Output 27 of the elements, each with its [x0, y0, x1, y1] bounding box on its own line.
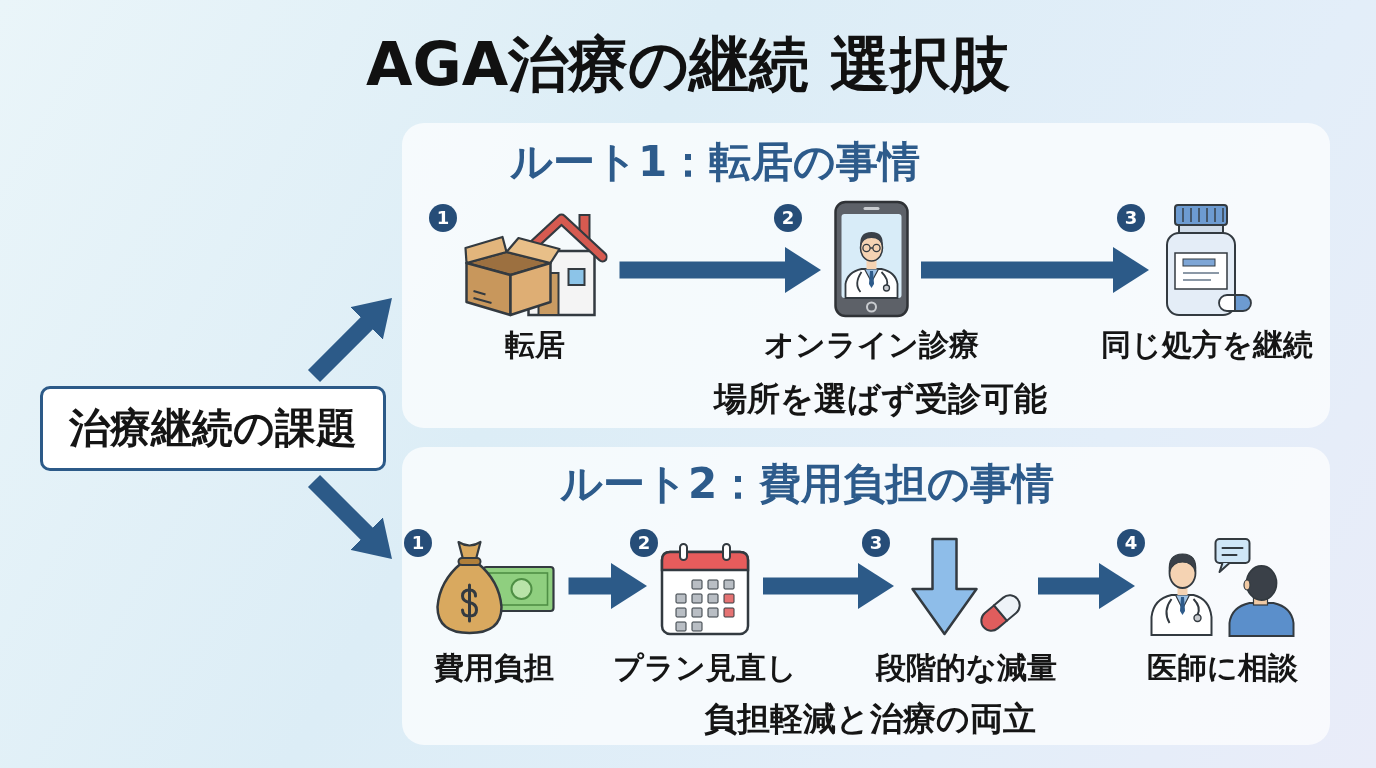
arrow	[763, 563, 894, 609]
step-label: 医師に相談	[1146, 651, 1298, 686]
step-number: 3	[1117, 204, 1145, 232]
arrow	[619, 247, 821, 293]
step-label: 段階的な減量	[875, 651, 1057, 686]
arrow	[921, 247, 1149, 293]
arrow	[1038, 563, 1135, 609]
route-summary: 負担軽減と治療の両立	[704, 699, 1036, 739]
route-panel	[402, 447, 1330, 745]
step-label: 同じ処方を継続	[1101, 328, 1313, 363]
step-label: プラン見直し	[613, 651, 797, 686]
step-number: 1	[429, 204, 457, 232]
step-number: 3	[862, 529, 890, 557]
step-number: 4	[1117, 529, 1145, 557]
step-number: 1	[404, 529, 432, 557]
arrow	[568, 563, 647, 609]
step-number: 2	[774, 204, 802, 232]
step-label: オンライン診療	[763, 328, 979, 363]
problem-box: 治療継続の課題	[40, 386, 386, 471]
step-label: 転居	[505, 328, 565, 363]
route-heading: ルート2：費用負担の事情	[560, 459, 1055, 510]
route-panel	[402, 123, 1330, 428]
route-summary: 場所を選ばず受診可能	[713, 379, 1047, 419]
step-label: 費用負担	[434, 651, 554, 686]
route-heading: ルート1：転居の事情	[510, 137, 921, 188]
title: AGA治療の継続 選択肢	[366, 28, 1010, 100]
step-number: 2	[630, 529, 658, 557]
